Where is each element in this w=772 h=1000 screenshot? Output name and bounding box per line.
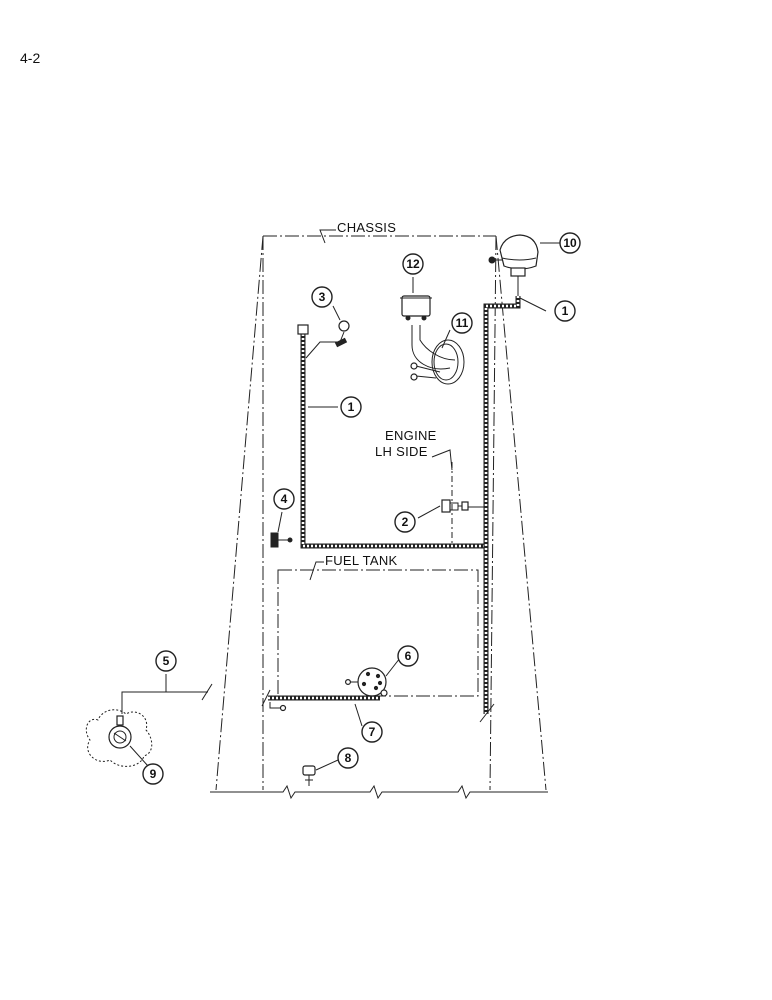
callout-leaders bbox=[129, 242, 560, 771]
callout-12: 12 bbox=[402, 253, 424, 275]
main-harness bbox=[297, 296, 521, 723]
callout-8: 8 bbox=[337, 747, 359, 769]
wire-set-part bbox=[410, 325, 465, 385]
sender-switch-part bbox=[441, 499, 469, 513]
callout-4: 4 bbox=[273, 488, 295, 510]
engine-label-line2: LH SIDE bbox=[375, 444, 428, 459]
callout-1-left: 1 bbox=[340, 396, 362, 418]
engine-label-line1: ENGINE bbox=[385, 428, 437, 443]
elbow-sender-part bbox=[305, 320, 350, 359]
svg-text:2: 2 bbox=[402, 515, 409, 529]
svg-text:1: 1 bbox=[348, 400, 355, 414]
callout-11: 11 bbox=[451, 312, 473, 334]
svg-text:5: 5 bbox=[163, 654, 170, 668]
plug-part bbox=[302, 765, 316, 786]
callout-5: 5 bbox=[155, 650, 177, 672]
callout-9: 9 bbox=[142, 763, 164, 785]
svg-text:3: 3 bbox=[319, 290, 326, 304]
svg-text:8: 8 bbox=[345, 751, 352, 765]
svg-text:4: 4 bbox=[281, 492, 288, 506]
svg-text:9: 9 bbox=[150, 767, 157, 781]
engine-leader bbox=[431, 449, 453, 471]
callout-2: 2 bbox=[394, 511, 416, 533]
svg-text:7: 7 bbox=[369, 725, 376, 739]
callout-6: 6 bbox=[397, 645, 419, 667]
chassis-leader bbox=[319, 229, 336, 244]
callout-10: 10 bbox=[559, 232, 581, 254]
chassis-outline bbox=[210, 235, 548, 800]
svg-text:6: 6 bbox=[405, 649, 412, 663]
fuel-tank-label: FUEL TANK bbox=[325, 553, 398, 568]
svg-text:12: 12 bbox=[406, 257, 420, 271]
chassis-label: CHASSIS bbox=[337, 220, 396, 235]
switch-part bbox=[270, 532, 293, 548]
callout-1-upper: 1 bbox=[554, 300, 576, 322]
callout-3: 3 bbox=[311, 286, 333, 308]
page-number: 4-2 bbox=[20, 50, 41, 66]
svg-text:10: 10 bbox=[563, 236, 577, 250]
fuel-sender-part bbox=[345, 667, 388, 697]
svg-text:11: 11 bbox=[456, 316, 469, 330]
callout-7: 7 bbox=[361, 721, 383, 743]
svg-text:1: 1 bbox=[562, 304, 569, 318]
horn-part bbox=[488, 234, 539, 296]
fuel-wire-part bbox=[261, 689, 380, 712]
gauge-part bbox=[400, 295, 432, 321]
remote-sender-part bbox=[85, 683, 213, 767]
